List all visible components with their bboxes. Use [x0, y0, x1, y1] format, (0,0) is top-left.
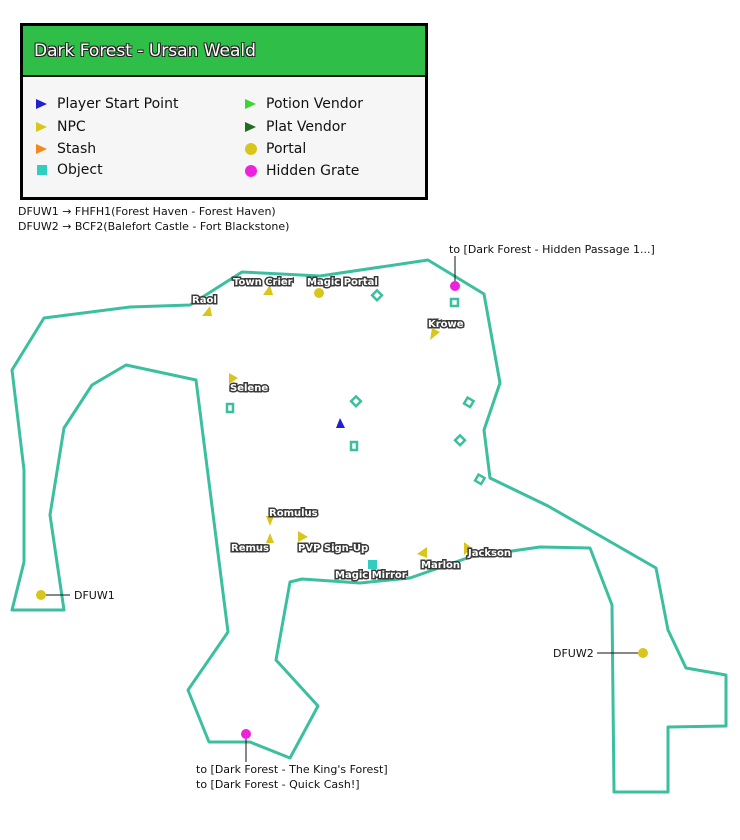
hidden-grate-marker-north [450, 281, 460, 291]
npc-marker-town-crier [263, 285, 273, 295]
object-icon [33, 160, 53, 180]
map-outline [10, 258, 728, 794]
label-to-kings-forest: to [Dark Forest - The King's Forest] [196, 763, 388, 776]
label-remus: Remus [231, 543, 269, 554]
portal-icon [242, 139, 262, 159]
label-dfuw1: DFUW1 [74, 589, 115, 602]
map-title: Dark Forest - Ursan Weald [34, 40, 256, 61]
legend-player-start-label: Player Start Point [57, 96, 179, 112]
stash-icon [33, 139, 53, 159]
label-krowe: Krowe [428, 319, 464, 330]
legend-player-start: Player Start Point [33, 94, 178, 114]
legend-object: Object [33, 160, 103, 180]
label-magic-portal: Magic Portal [307, 277, 378, 288]
zone-mapping-dfuw2: DFUW2 → BCF2(Balefort Castle - Fort Blac… [18, 220, 290, 233]
label-marlon: Marlon [421, 560, 460, 571]
object-marker [349, 394, 363, 409]
legend-object-label: Object [57, 162, 103, 178]
legend-npc-label: NPC [57, 119, 86, 135]
npc-marker-marlon [417, 547, 427, 558]
label-to-quick-cash: to [Dark Forest - Quick Cash!] [196, 778, 360, 791]
magic-mirror-object [368, 560, 377, 569]
npc-marker-romulus [266, 516, 274, 526]
object-marker [453, 433, 467, 448]
label-pvp-signup: PVP Sign-Up [298, 543, 368, 554]
plat-vendor-icon [242, 117, 262, 137]
legend-body: Player Start Point NPC Stash Object Poti… [23, 77, 425, 197]
legend-portal: Portal [242, 139, 306, 159]
label-romulus: Romulus [269, 508, 318, 519]
player-start-icon [33, 94, 53, 114]
legend-portal-label: Portal [266, 141, 307, 157]
npc-marker-raol [202, 306, 212, 316]
legend-hidden-grate: Hidden Grate [242, 161, 359, 181]
potion-vendor-icon [242, 94, 262, 114]
legend-hidden-grate-label: Hidden Grate [266, 163, 360, 179]
label-magic-mirror: Magic Mirror [335, 570, 407, 581]
dfuw2-portal-marker [638, 648, 648, 658]
legend-potion-vendor-label: Potion Vendor [266, 96, 363, 112]
object-marker [473, 472, 487, 486]
legend-plat-vendor-label: Plat Vendor [266, 119, 347, 135]
hidden-grate-icon [242, 161, 262, 181]
legend-stash: Stash [33, 139, 96, 159]
dfuw1-portal-marker [36, 590, 46, 600]
npc-marker-selene [229, 373, 238, 384]
npc-marker-krowe [430, 328, 440, 340]
legend-potion-vendor: Potion Vendor [242, 94, 363, 114]
npc-marker-jackson [464, 542, 472, 555]
zone-mapping-dfuw1: DFUW1 → FHFH1(Forest Haven - Forest Have… [18, 205, 276, 218]
legend-panel: Dark Forest - Ursan Weald Player Start P… [20, 23, 428, 200]
label-town-crier: Town Crier [233, 277, 293, 288]
npc-marker-pvp-signup [298, 531, 308, 542]
object-marker [349, 440, 359, 452]
label-raol: Raol [192, 295, 217, 306]
npc-icon [33, 117, 53, 137]
object-marker [370, 288, 384, 303]
label-selene: Selene [230, 383, 268, 394]
object-marker [225, 402, 235, 414]
label-to-hidden-passage: to [Dark Forest - Hidden Passage 1...] [449, 243, 655, 256]
legend-stash-label: Stash [57, 141, 97, 157]
hidden-grate-marker-south [241, 729, 251, 739]
label-jackson: Jackson [467, 548, 511, 559]
player-start-marker [336, 418, 345, 428]
label-dfuw2: DFUW2 [553, 647, 594, 660]
legend-plat-vendor: Plat Vendor [242, 117, 346, 137]
npc-marker-remus [266, 533, 274, 543]
legend-header: Dark Forest - Ursan Weald [23, 26, 425, 77]
object-marker [449, 297, 460, 308]
legend-npc: NPC [33, 117, 86, 137]
magic-portal-marker [314, 288, 324, 298]
object-marker [462, 395, 476, 409]
